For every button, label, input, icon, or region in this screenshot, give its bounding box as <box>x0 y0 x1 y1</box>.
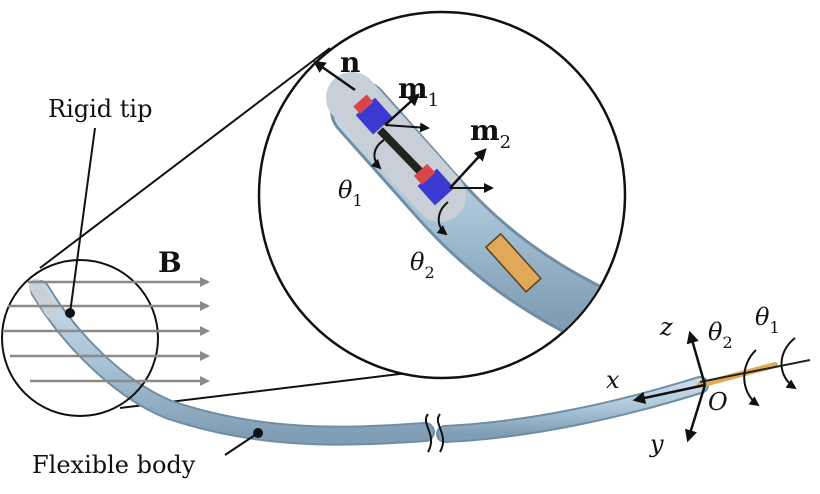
theta2-rotation-arc <box>436 201 449 236</box>
theta1-rotation-arc <box>370 139 385 170</box>
m1-vector <box>384 93 420 126</box>
origin-label: O <box>708 388 728 416</box>
break-mark-left <box>425 413 433 453</box>
z-axis-arrow <box>686 330 707 386</box>
proximal-wire-core <box>699 359 811 383</box>
m1-vector-side <box>384 122 430 133</box>
x-axis-arrow <box>632 383 706 405</box>
y-axis-arrow <box>684 384 707 443</box>
rigid-tip-dot <box>65 308 75 318</box>
break-mark-right <box>437 413 445 453</box>
z-axis-label: z <box>659 313 673 341</box>
normal-label: n <box>340 46 360 79</box>
theta1-base-arc <box>780 337 797 390</box>
n-vector <box>312 60 356 92</box>
magnetic-field-arrows <box>4 277 210 386</box>
theta2-label: θ2 <box>410 248 435 282</box>
flexible-body-segment-2 <box>438 378 707 441</box>
m2-label: m2 <box>470 114 511 153</box>
theta1-label: θ1 <box>338 176 363 210</box>
y-axis-label: y <box>649 430 664 458</box>
theta1-base-label: θ1 <box>755 303 780 337</box>
zoomed-tip <box>326 72 624 348</box>
flexible-body <box>32 282 433 444</box>
rigid-tip-leader <box>69 127 96 314</box>
m1-label: m1 <box>398 72 439 111</box>
theta2-base-arc <box>743 349 760 407</box>
magnet-1-red <box>353 94 374 114</box>
zoom-line-top <box>39 47 331 269</box>
flexible-body-label: Flexible body <box>32 451 196 479</box>
tip-magnifier-circle <box>1 259 159 417</box>
m2-vector <box>449 148 487 189</box>
field-label: B <box>158 246 182 279</box>
flexible-body-leader <box>224 432 259 456</box>
theta2-base-label: θ2 <box>708 318 733 352</box>
rigid-tip-shape <box>29 279 59 319</box>
rigid-tip-label: Rigid tip <box>48 95 152 123</box>
x-axis-label: x <box>606 366 620 394</box>
magnet-2-red <box>413 163 436 185</box>
sensor-coil <box>484 232 542 293</box>
